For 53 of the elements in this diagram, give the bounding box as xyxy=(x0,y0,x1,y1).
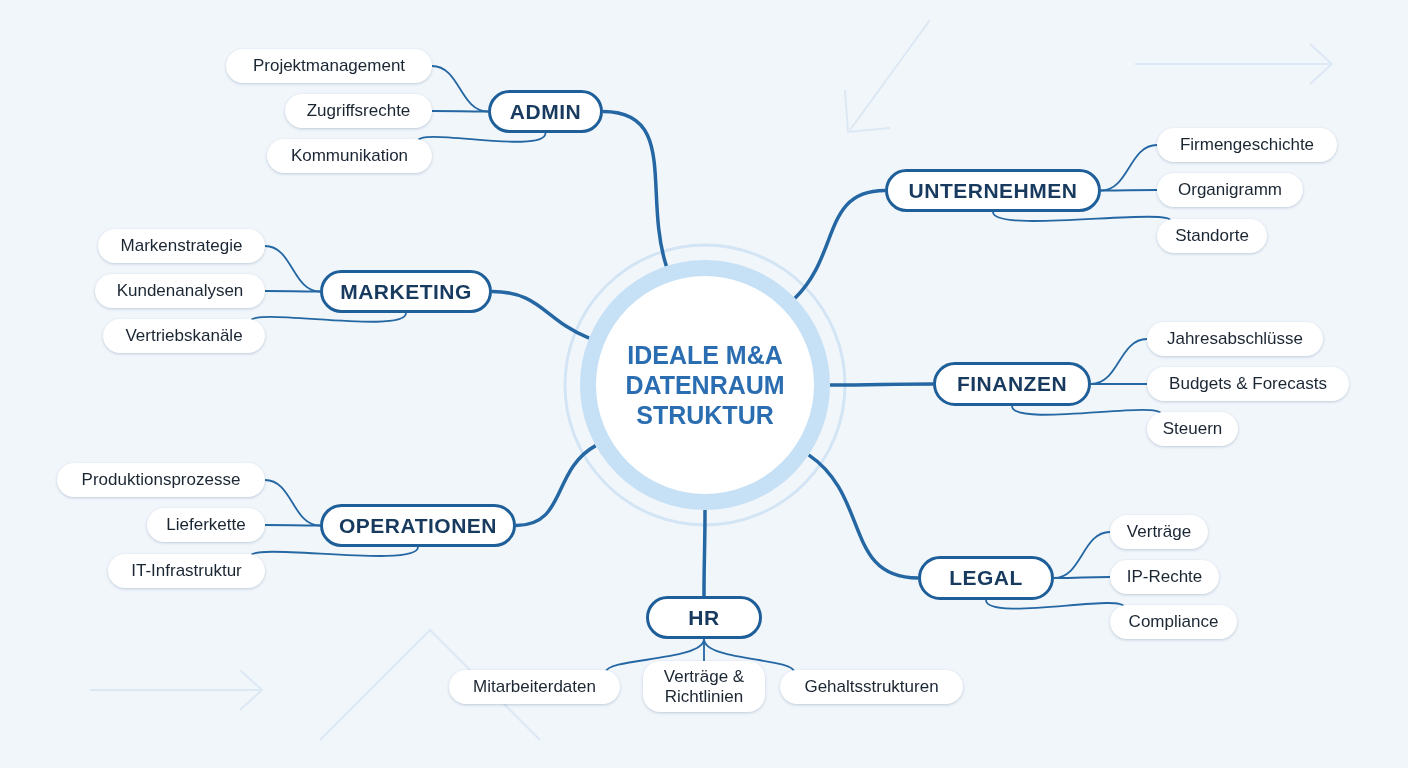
topic-pill: Produktionsprozesse xyxy=(57,463,265,497)
topic-pill: Kundenanalysen xyxy=(95,274,265,308)
topic-pill: Gehaltsstrukturen xyxy=(780,670,963,704)
connector-line xyxy=(703,638,795,673)
connector-line xyxy=(417,132,547,143)
topic-pill: Compliance xyxy=(1110,605,1237,639)
topic-pill: Kommunikation xyxy=(267,139,432,173)
category-pill: OPERATIONEN xyxy=(320,504,516,547)
connector-line xyxy=(1100,144,1158,192)
topic-pill: Budgets & Forecasts xyxy=(1147,367,1349,401)
connector-line xyxy=(1090,383,1148,385)
topic-pill: Lieferkette xyxy=(147,508,265,542)
connector-line xyxy=(250,312,407,323)
connector-line xyxy=(807,453,919,580)
connector-line xyxy=(250,546,419,557)
connector-line xyxy=(1011,405,1162,416)
connector-line xyxy=(605,638,705,673)
connector-line xyxy=(985,599,1125,610)
connector-line xyxy=(264,290,321,293)
topic-pill: Verträge xyxy=(1110,515,1208,549)
connector-line xyxy=(491,289,590,340)
connector-line xyxy=(992,211,1172,222)
topic-pill: Projektmanagement xyxy=(226,49,432,83)
topic-pill: Firmengeschichte xyxy=(1157,128,1337,162)
category-pill: UNTERNEHMEN xyxy=(885,169,1101,212)
topic-pill: Organigramm xyxy=(1157,173,1303,207)
central-circle: IDEALE M&A DATENRAUM STRUKTUR xyxy=(580,260,830,510)
connector-line xyxy=(431,110,489,113)
connector-line xyxy=(264,524,321,527)
connector-line xyxy=(1053,576,1111,579)
connector-line xyxy=(515,444,597,528)
topic-pill: IP-Rechte xyxy=(1110,560,1219,594)
category-pill: HR xyxy=(646,596,762,639)
connector-line xyxy=(431,65,489,113)
category-pill: FINANZEN xyxy=(933,362,1091,406)
connector-line xyxy=(264,245,321,293)
topic-pill: Standorte xyxy=(1157,219,1267,253)
connector-line xyxy=(1100,189,1158,192)
topic-pill: Mitarbeiterdaten xyxy=(449,670,620,704)
topic-pill: Verträge & Richtlinien xyxy=(643,661,765,712)
topic-pill: Steuern xyxy=(1147,412,1238,446)
topic-pill: Zugriffsrechte xyxy=(285,94,432,128)
topic-pill: Vertriebskanäle xyxy=(103,319,265,353)
category-pill: MARKETING xyxy=(320,270,492,313)
topic-pill: Markenstrategie xyxy=(98,229,265,263)
category-pill: LEGAL xyxy=(918,556,1054,600)
connector-line xyxy=(702,510,707,596)
topic-pill: IT-Infrastruktur xyxy=(108,554,265,588)
connector-line xyxy=(830,382,933,387)
connector-line xyxy=(793,188,886,300)
category-pill: ADMIN xyxy=(488,90,603,133)
connector-line xyxy=(602,109,669,267)
topic-pill: Jahresabschlüsse xyxy=(1147,322,1323,356)
